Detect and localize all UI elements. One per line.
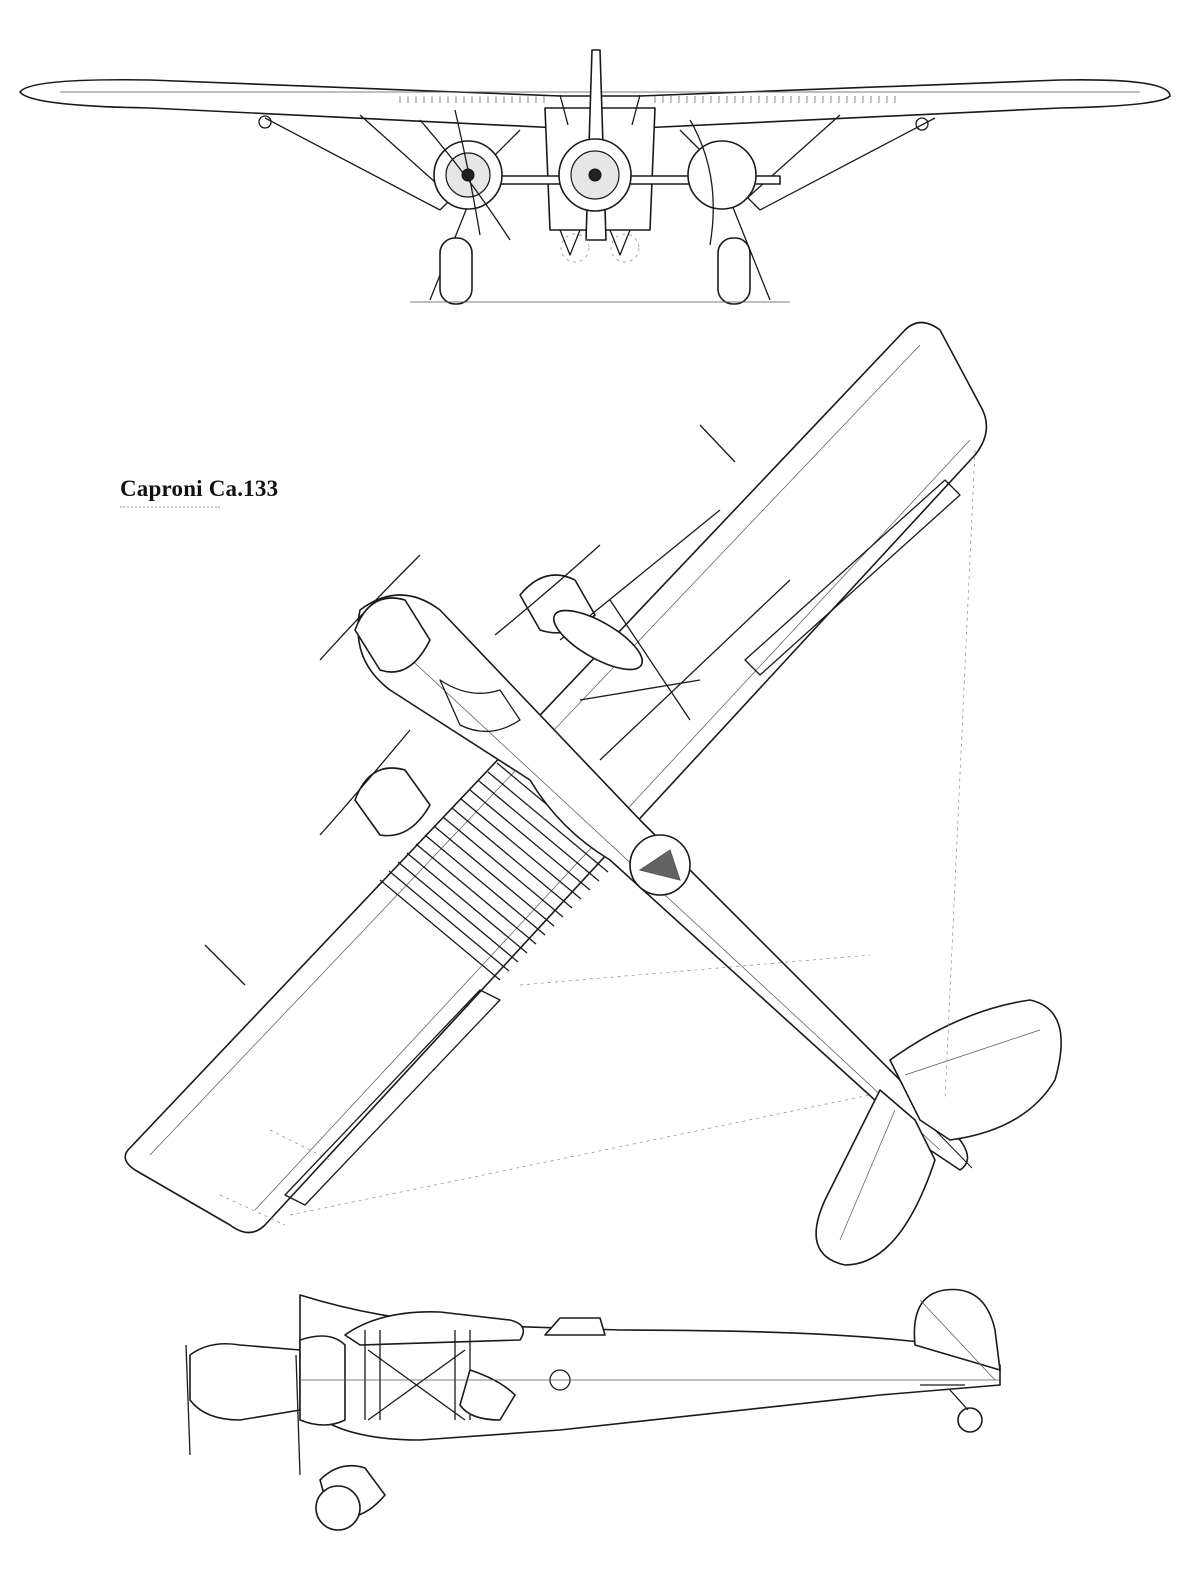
side-view bbox=[185, 1288, 1001, 1531]
plan-view bbox=[124, 321, 1062, 1266]
faint-subtitle-line bbox=[120, 506, 220, 514]
front-view bbox=[19, 49, 1171, 305]
aircraft-title: Caproni Ca.133 bbox=[120, 476, 279, 501]
